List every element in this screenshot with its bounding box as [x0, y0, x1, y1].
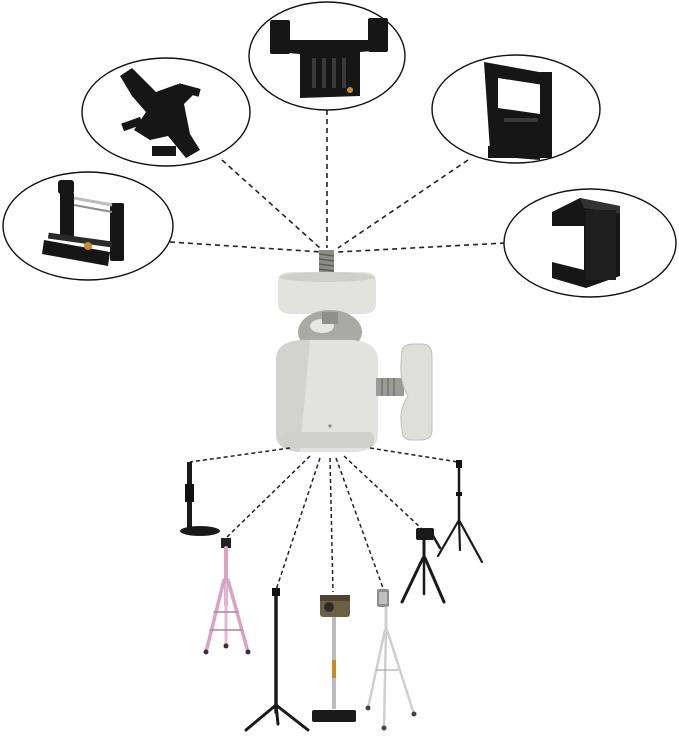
- connector-video-tripod: [343, 455, 424, 531]
- connector-light-stand: [369, 447, 459, 463]
- connector-desk-stand: [189, 447, 291, 463]
- connector-pink-tripod: [225, 455, 311, 539]
- connector-mic-stand: [275, 457, 321, 591]
- pink-tripod-icon: [203, 538, 251, 655]
- desk-stand-icon: [180, 462, 220, 536]
- connector-projector-stand: [329, 457, 334, 593]
- connector-clip-clamp: [337, 242, 506, 253]
- accessory-connector-lines: [169, 110, 506, 253]
- clip-clamp-icon: [503, 188, 677, 298]
- spring-phone-holder-icon: [431, 54, 601, 164]
- connector-spring-holder: [337, 159, 469, 249]
- connector-phone-tripod: [335, 457, 384, 589]
- light-stand-icon: [436, 460, 484, 564]
- connector-tablet-clamp: [221, 159, 321, 249]
- projector-stand-icon: [312, 595, 356, 722]
- mic-stand-icon: [244, 588, 310, 732]
- phone-clamp-t-icon: [248, 1, 406, 111]
- ball-head-mount-icon: [276, 250, 433, 452]
- tablet-clamp-icon: [81, 57, 251, 167]
- phone-clip-holder-icon: [2, 171, 174, 281]
- stand-connector-lines: [189, 447, 459, 593]
- connector-phone-clip: [169, 241, 323, 253]
- video-tripod-icon: [400, 528, 446, 604]
- phone-tripod-icon: [365, 589, 417, 731]
